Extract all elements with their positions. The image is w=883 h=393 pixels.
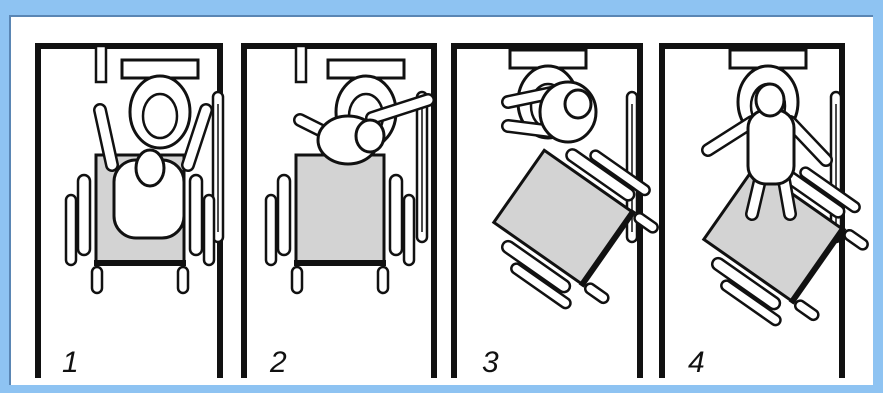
stall-2: 2: [241, 43, 437, 379]
step-number-3: 3: [482, 346, 499, 379]
stall-4: 4: [659, 43, 883, 379]
stall-3: 3: [451, 43, 675, 379]
step-number-2: 2: [269, 346, 287, 379]
stall-1: 1: [35, 43, 225, 379]
step-number-4: 4: [688, 346, 705, 379]
step-number-1: 1: [62, 346, 79, 379]
